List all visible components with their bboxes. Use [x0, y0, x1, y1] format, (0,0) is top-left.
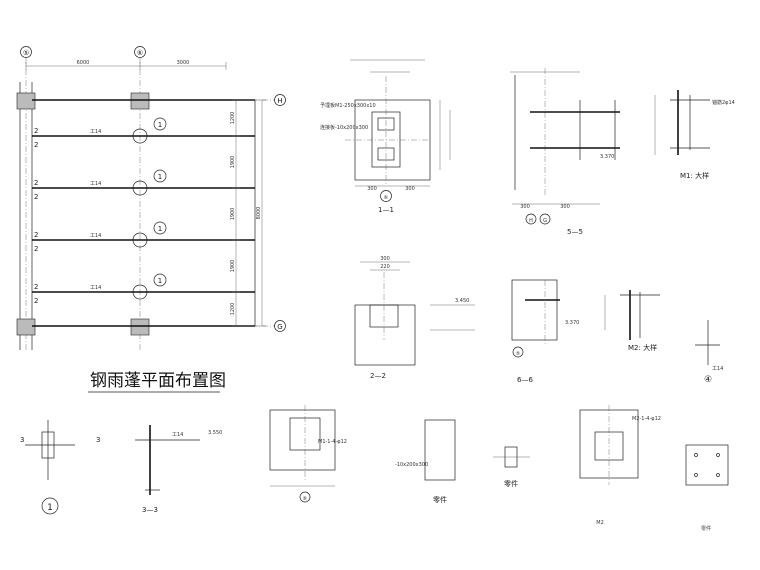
axis-bubble-h	[274, 94, 286, 106]
column	[16, 92, 36, 110]
d3-level: 3.550	[208, 430, 222, 436]
d1b-title: 1	[47, 503, 53, 513]
part-b-title: 零件	[504, 479, 518, 488]
callout-label: 1	[158, 173, 162, 181]
column	[130, 92, 150, 110]
d1-axis: ⑥	[384, 195, 389, 201]
part-a-note: -10x200x300	[395, 462, 428, 468]
axis-label-g: G	[277, 323, 282, 331]
e2-label: M2-1-4-φ12	[632, 416, 661, 422]
detail-6-6: 3.370 ⑤ 6—6	[511, 279, 579, 384]
section-mark: 2	[34, 297, 38, 305]
detail-part-c: 零件	[685, 444, 729, 532]
callout-label: 1	[158, 277, 162, 285]
detail-e1: M1-1-4-φ12 ⑥	[269, 405, 347, 503]
e2-title: M2	[596, 520, 604, 526]
d6-title: 6—6	[517, 376, 533, 384]
detail-2-2: 300 220 3.450 2—2	[354, 256, 475, 380]
beam-label: 工14	[90, 181, 101, 187]
m2-title: M2: 大样	[628, 343, 657, 352]
detail-1-1: 300 300 予埋板M1-250x300x10 连接板-10x200x300 …	[320, 59, 451, 214]
beam-label: 工14	[90, 129, 101, 135]
d1b-mark: 3	[96, 436, 100, 444]
detail-e2: M2-1-4-φ12 M2	[579, 405, 661, 526]
plan-dim-top-1: 6000	[77, 60, 90, 66]
detail-3-3: 工14 3.550 3—3	[135, 425, 222, 514]
section-mark: 2	[34, 245, 38, 253]
d1-note: 予埋板M1-250x300x10	[320, 102, 376, 109]
canopy-plan: ⑤ ⑥ 6000 3000 工14	[16, 46, 286, 393]
d5-dim: 300	[560, 204, 570, 210]
detail-1-small: 3 3 1	[20, 420, 100, 515]
d5-dim: 300	[520, 204, 530, 210]
detail-m2: M2: 大样	[604, 290, 660, 352]
d2-level: 3.450	[455, 298, 469, 304]
detail-5-5: 3.370 300 300 H G 5—5	[510, 68, 620, 236]
e1-label: M1-1-4-φ12	[318, 439, 347, 445]
d1-dim-bottom: 300	[405, 186, 415, 192]
callout-label: 1	[158, 225, 162, 233]
part-a-title: 零件	[433, 495, 447, 504]
axis-label-5: ⑤	[23, 49, 29, 57]
plan-dim-total: 8000	[256, 207, 262, 220]
d1-title: 1—1	[378, 206, 394, 214]
axis-bubble-5	[20, 46, 32, 58]
detail-part-a: -10x200x300 零件	[395, 419, 456, 504]
section-mark: 2	[34, 141, 38, 149]
d5-level: 3.370	[600, 154, 614, 160]
d5-title: 5—5	[567, 228, 583, 236]
d2-dim: 300	[380, 256, 390, 262]
column	[130, 318, 150, 336]
axis-bubble-6	[134, 46, 146, 58]
beam-label: 工14	[90, 233, 101, 239]
callout-bubble	[153, 117, 167, 131]
d6-axis: ⑤	[516, 351, 520, 357]
e1-title: ⑥	[303, 496, 308, 502]
d2-dim: 220	[380, 264, 390, 270]
plan-dim-right: 1900	[230, 208, 236, 221]
beam-row	[32, 135, 255, 293]
d1-note: 连接板-10x200x300	[320, 124, 368, 131]
plan-dim-right: 1200	[230, 303, 236, 316]
axis-label-6: ⑥	[137, 49, 143, 57]
axis-label-h: H	[277, 97, 282, 105]
d1-dim-bottom: 300	[367, 186, 377, 192]
detail-part-b: 零件	[493, 446, 530, 488]
callout-label: 1	[158, 121, 162, 129]
d3-title: 3—3	[142, 506, 158, 514]
beam-label: 工14	[90, 285, 101, 291]
plan-dim-top-2: 3000	[177, 60, 190, 66]
detail-m1: 锚筋2φ14 M1: 大样	[654, 90, 735, 180]
detail-4: 工14 ④	[695, 320, 723, 385]
d5-axis-h: H	[529, 218, 533, 224]
section-mark: 2	[34, 231, 38, 239]
plan-title: 钢雨蓬平面布置图	[90, 371, 226, 391]
section-mark: 2	[34, 283, 38, 291]
d4-label: 工14	[712, 366, 723, 372]
column	[16, 318, 36, 336]
axis-bubble-g	[274, 320, 286, 332]
d5-axis-g: G	[543, 218, 547, 224]
plan-dim-right: 1900	[230, 156, 236, 169]
d4-title: ④	[704, 375, 712, 385]
section-mark: 2	[34, 179, 38, 187]
section-mark: 2	[34, 127, 38, 135]
part-c-title: 零件	[701, 525, 711, 532]
d3-label: 工14	[172, 432, 183, 438]
plan-dim-right: 1900	[230, 260, 236, 273]
m1-note: 锚筋2φ14	[712, 99, 735, 106]
m1-title: M1: 大样	[680, 171, 709, 180]
d6-level: 3.370	[565, 320, 579, 326]
section-mark: 2	[34, 193, 38, 201]
d1b-mark: 3	[20, 436, 24, 444]
d2-title: 2—2	[370, 372, 386, 380]
plan-dim-right: 1200	[230, 112, 236, 125]
